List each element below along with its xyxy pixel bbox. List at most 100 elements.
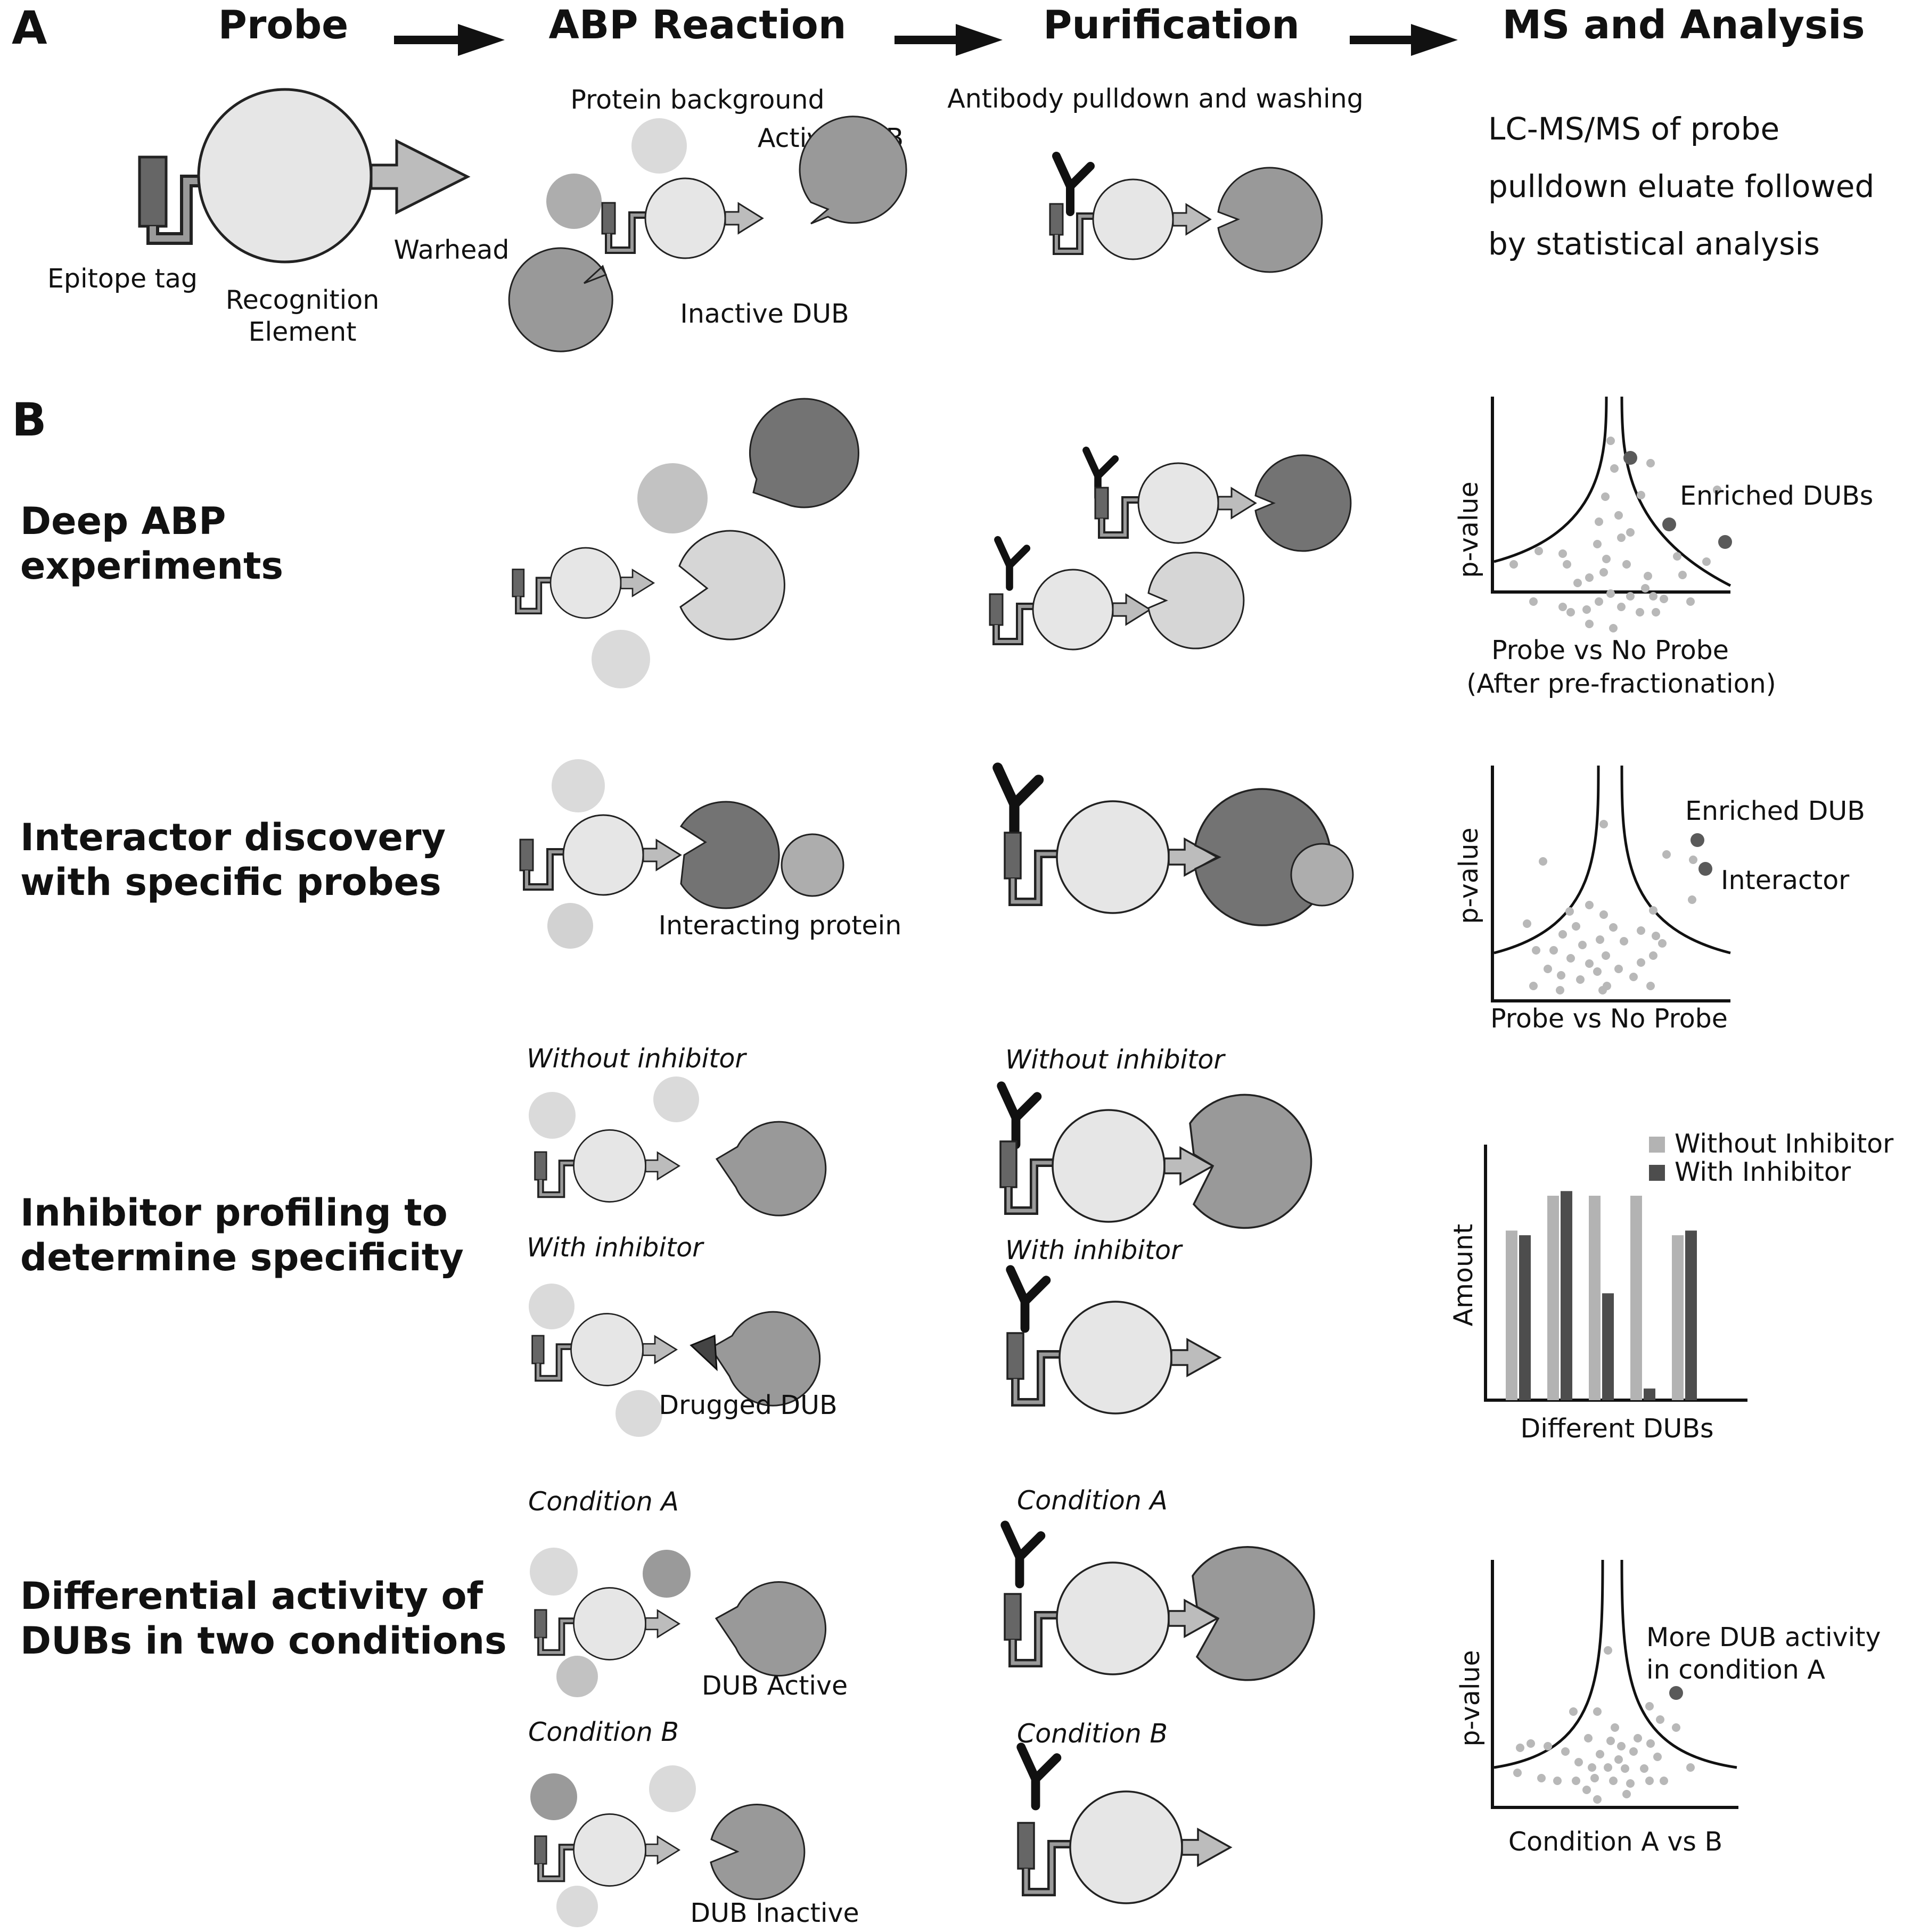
data-point	[1640, 1764, 1648, 1773]
antibody-icon	[1021, 1747, 1057, 1806]
probe-icon	[1007, 1302, 1220, 1413]
data-point	[1593, 1795, 1602, 1804]
inactive-dub-pacman	[508, 247, 613, 352]
data-point	[1601, 492, 1610, 501]
data-point	[1645, 1702, 1654, 1711]
without-inhibitor-label: Without inhibitor	[527, 1043, 747, 1074]
header-ms-analysis: MS and Analysis	[1503, 2, 1865, 48]
epitope-tag-label: Epitope tag	[47, 264, 198, 294]
data-point	[1534, 547, 1543, 555]
data-point	[1532, 946, 1540, 955]
bar-without-inhibitor	[1547, 1196, 1559, 1400]
background-protein	[653, 1076, 699, 1122]
volcano-threshold-right	[1620, 765, 1731, 955]
highlighted-point	[1718, 535, 1732, 549]
row2-purification	[998, 768, 1354, 926]
ms-text-line-2: pulldown eluate followed	[1488, 168, 1874, 204]
x-axis-label: Different DUBs	[1520, 1413, 1713, 1444]
background-protein	[631, 118, 687, 174]
light-dub-pacman	[1147, 552, 1245, 650]
row2-reaction: Interacting protein	[520, 759, 901, 949]
data-point	[1585, 620, 1594, 628]
volcano-plot-interactor: p-value Probe vs No Probe Enriched DUB I…	[1454, 765, 1865, 1034]
flow-arrow-1	[394, 24, 505, 56]
data-points	[1509, 437, 1732, 632]
data-point	[1572, 1777, 1580, 1785]
data-point	[1527, 1739, 1535, 1748]
antibody-icon	[1002, 1086, 1037, 1145]
plot-axes	[1491, 766, 1730, 1002]
data-point	[1688, 895, 1696, 904]
antibody-pulldown-label: Antibody pulldown and washing	[947, 84, 1364, 114]
data-point	[1660, 1777, 1668, 1785]
legend-swatch-with	[1649, 1165, 1665, 1181]
protein-background-label: Protein background	[570, 85, 824, 115]
flow-arrow-3	[1350, 24, 1458, 56]
data-point	[1516, 1744, 1524, 1752]
probe-icon	[1005, 1563, 1217, 1674]
data-point	[1593, 540, 1602, 548]
probe-icon	[1095, 463, 1255, 543]
antibody-icon	[998, 768, 1039, 835]
row4-title-line-1: Differential activity of	[20, 1574, 484, 1618]
data-point	[1614, 511, 1623, 520]
data-point	[1621, 1764, 1629, 1773]
epitope-tag-block	[138, 155, 168, 228]
panel-b-letter: B	[12, 393, 47, 447]
bars	[1506, 1191, 1697, 1400]
interacting-protein-label: Interacting protein	[659, 910, 902, 941]
data-point	[1574, 1758, 1583, 1766]
data-point	[1622, 1790, 1631, 1798]
row1-purification	[990, 450, 1352, 650]
active-dub-pacman	[715, 1121, 827, 1216]
panel-b: B Deep ABP experiments Interactor discov…	[12, 393, 1894, 1928]
data-point	[1658, 939, 1667, 948]
row1-title-line-1: Deep ABP	[20, 499, 226, 543]
data-point	[1558, 549, 1567, 558]
x-axis-label: Probe vs No Probe	[1490, 1004, 1728, 1034]
data-point	[1557, 971, 1565, 980]
bar-with-inhibitor	[1685, 1230, 1697, 1400]
data-point	[1588, 1763, 1596, 1772]
recognition-element-circle	[197, 88, 373, 264]
data-point	[1609, 624, 1618, 632]
data-point	[1529, 597, 1538, 606]
highlighted-point	[1662, 517, 1676, 531]
data-point	[1558, 603, 1567, 611]
row4-title-line-2: DUBs in two conditions	[20, 1619, 507, 1663]
data-point	[1593, 967, 1602, 976]
data-point	[1626, 528, 1635, 537]
row1-reaction	[513, 398, 859, 688]
with-inhibitor-label: With inhibitor	[527, 1232, 704, 1263]
inactive-dub-pacman	[710, 1804, 806, 1900]
y-axis-label: Amount	[1448, 1224, 1479, 1327]
light-dub-pacman	[678, 530, 785, 640]
dub-active-label: DUB Active	[702, 1671, 848, 1701]
data-point	[1617, 603, 1626, 611]
volcano-plot-differential: p-value Condition A vs B More DUB activi…	[1455, 1559, 1881, 1857]
volcano-plot-deep-abp: p-value Probe vs No Probe (After pre-fra…	[1454, 396, 1873, 699]
bar-without-inhibitor	[1589, 1196, 1601, 1400]
data-point	[1582, 1786, 1591, 1794]
bar-with-inhibitor	[1561, 1191, 1572, 1400]
data-point	[1602, 555, 1611, 563]
recognition-label-1: Recognition	[226, 285, 380, 315]
probe-icon	[535, 1814, 679, 1886]
data-point	[1660, 595, 1668, 603]
drugged-dub-label: Drugged DUB	[659, 1390, 837, 1420]
data-point	[1644, 572, 1652, 580]
background-protein	[547, 903, 593, 949]
data-point	[1614, 1755, 1623, 1764]
data-point	[1556, 986, 1564, 994]
background-protein	[556, 1886, 598, 1927]
data-point	[1702, 557, 1711, 566]
inactive-dub-label: Inactive DUB	[680, 299, 849, 329]
active-dub-pacman	[715, 1581, 827, 1677]
ms-description: LC-MS/MS of probe pulldown eluate follow…	[1488, 111, 1874, 262]
bar-without-inhibitor	[1672, 1235, 1684, 1400]
data-point	[1614, 965, 1623, 973]
row2-title-line-1: Interactor discovery	[20, 816, 446, 859]
data-point	[1566, 608, 1575, 616]
antibody-icon	[1005, 1525, 1041, 1584]
dub-inactive-label: DUB Inactive	[690, 1898, 859, 1928]
